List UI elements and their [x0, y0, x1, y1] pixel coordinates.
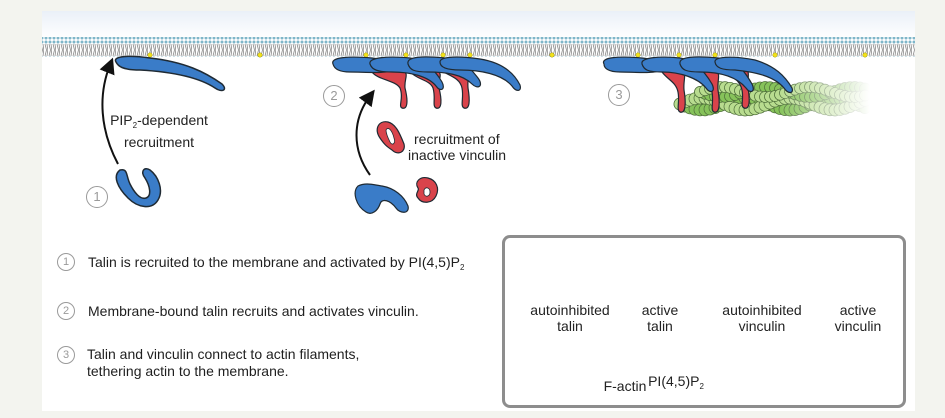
annotation-line2: recruitment — [123, 134, 195, 150]
legend-line2: talin — [557, 318, 583, 334]
legend-line1: active — [839, 302, 877, 318]
step-1-text: Talin is recruited to the membrane and a… — [88, 254, 464, 272]
legend-line1: active — [641, 302, 679, 318]
legend-label-autoinhibited-vinculin: autoinhibited vinculin — [712, 302, 812, 334]
stage-2-number: 2 — [323, 85, 345, 107]
step-1-sub: 2 — [459, 263, 465, 272]
legend-label-pip2: PI(4,5)P2 — [636, 373, 716, 395]
legend-label-active-vinculin: active vinculin — [823, 302, 893, 334]
stage-1-annotation: PIP2-dependent recruitment — [104, 112, 214, 150]
pip2-dots — [147, 52, 868, 58]
plasma-membrane — [42, 37, 915, 57]
legend-sub: 2 — [699, 382, 704, 391]
annotation-pip: PIP — [110, 112, 133, 128]
stage-2-inactive-vinculin — [376, 121, 439, 203]
stage-3-actin-filament — [673, 81, 872, 117]
annotation-sub: 2 — [132, 121, 138, 130]
stage-1-autoinhibited-talin — [115, 167, 162, 208]
actin-bead — [859, 89, 871, 102]
annotation-line1: recruitment of — [414, 131, 500, 147]
annotation-line2: inactive vinculin — [408, 147, 507, 163]
stage-2-annotation: recruitment of inactive vinculin — [408, 131, 506, 163]
step-1-number: 1 — [57, 253, 75, 271]
legend-line2: talin — [647, 318, 673, 334]
extracellular-gradient — [42, 11, 915, 39]
stage-3-number: 3 — [608, 84, 630, 106]
recruitment-arrow-2 — [355, 89, 375, 176]
step-3-number: 3 — [57, 346, 75, 364]
step-3-line2: tethering actin to the membrane. — [87, 363, 289, 379]
step-3-text: Talin and vinculin connect to actin fila… — [87, 346, 359, 380]
legend-line2: vinculin — [834, 318, 882, 334]
legend-label-f-actin: F-actin — [590, 378, 660, 394]
legend-line1: autoinhibited — [530, 302, 610, 318]
annotation-rest: -dependent — [137, 112, 208, 128]
stage-1-active-talin — [114, 55, 226, 92]
legend-label-active-talin: active talin — [630, 302, 690, 334]
step-2-text: Membrane-bound talin recruits and activa… — [88, 303, 419, 319]
stage-2-complex — [332, 56, 521, 109]
stage-2-autoinhibited-talin — [354, 183, 409, 214]
step-3-line1: Talin and vinculin connect to actin fila… — [87, 346, 360, 362]
legend-box — [502, 235, 906, 408]
legend-line1: PI(4,5)P — [648, 373, 700, 389]
legend-label-autoinhibited-talin: autoinhibited talin — [520, 302, 620, 334]
legend-line1: F-actin — [603, 378, 647, 394]
legend-line1: autoinhibited — [722, 302, 802, 318]
recruitment-arrow-1 — [99, 57, 119, 165]
legend-line2: vinculin — [738, 318, 786, 334]
stage-1-number: 1 — [86, 186, 108, 208]
stage-3-complex — [602, 56, 793, 113]
step-2-number: 2 — [57, 302, 75, 320]
step-1-main: Talin is recruited to the membrane and a… — [88, 254, 460, 270]
